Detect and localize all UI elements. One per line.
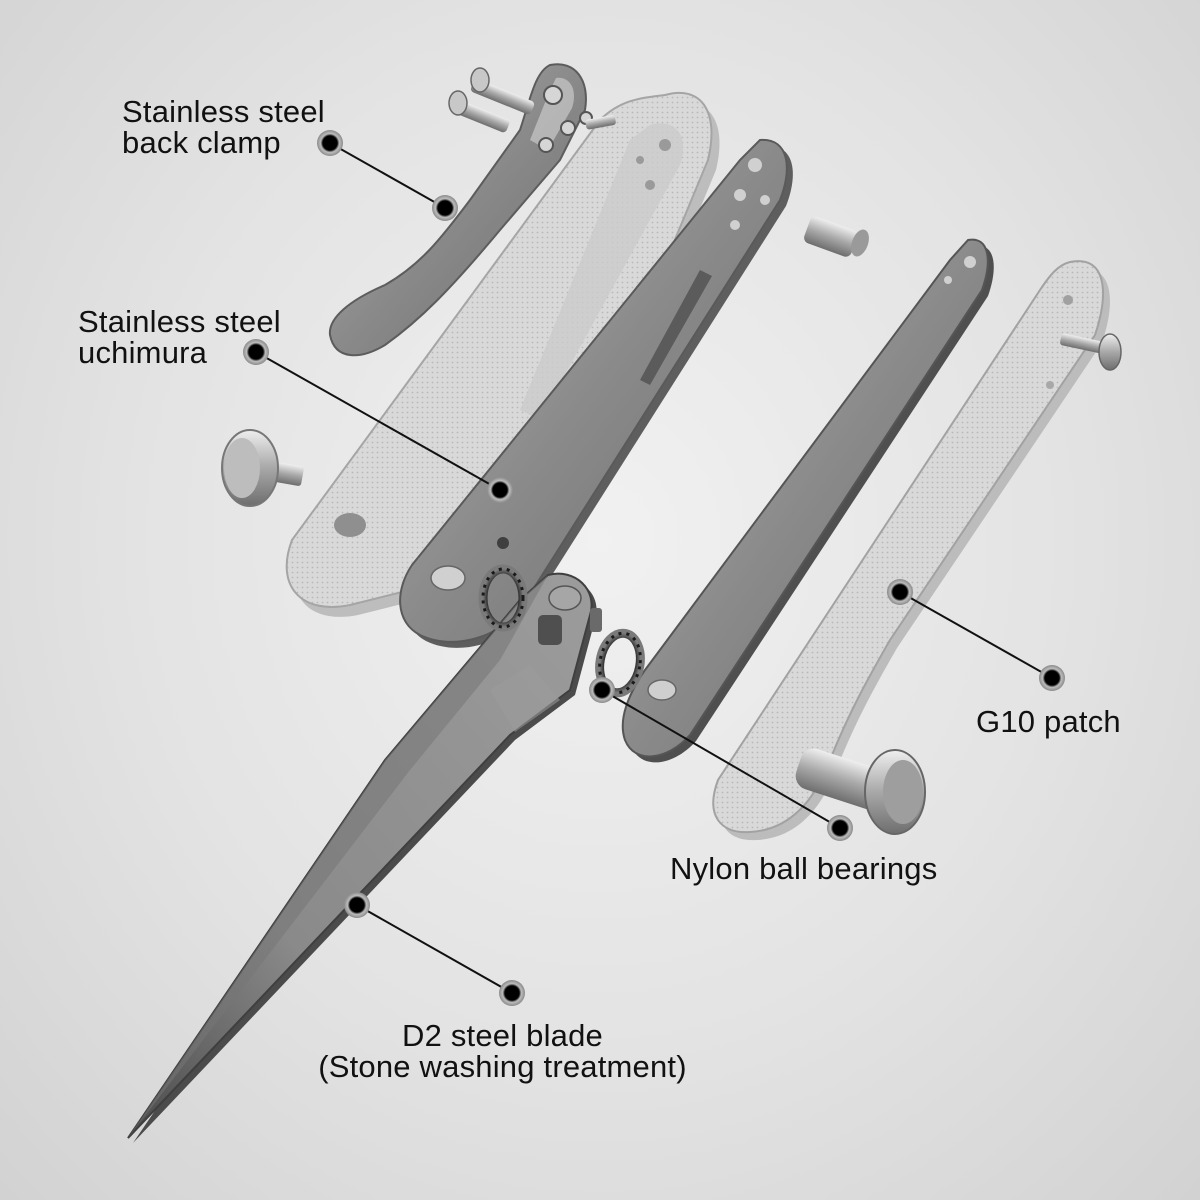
label-g10-patch: G10 patch xyxy=(976,706,1121,737)
callout-blade xyxy=(344,892,525,1006)
pivot-screw-left xyxy=(221,429,304,507)
blade xyxy=(127,572,602,1143)
label-line: Nylon ball bearings xyxy=(670,851,938,886)
callout-dot-end xyxy=(499,980,525,1006)
callout-dot-start xyxy=(243,339,269,365)
right-screw xyxy=(1060,333,1122,371)
label-blade: D2 steel blade (Stone washing treatment) xyxy=(290,1020,715,1082)
label-line: uchimura xyxy=(78,335,208,370)
pivot-pin-right xyxy=(795,748,926,835)
right-steel-liner xyxy=(621,238,994,763)
callout-dot-start xyxy=(344,892,370,918)
callout-dot-start xyxy=(589,677,615,703)
label-back-clamp: Stainless steel back clamp xyxy=(122,96,325,158)
back-clamp xyxy=(328,63,593,357)
callout-dot-end xyxy=(432,195,458,221)
left-steel-liner xyxy=(399,138,793,648)
stop-pin xyxy=(804,216,869,257)
callout-dot-end xyxy=(827,815,853,841)
label-uchimura: Stainless steel uchimura xyxy=(78,306,281,368)
callout-dot-start xyxy=(317,130,343,156)
clamp-screws xyxy=(448,67,616,133)
callout-back-clamp xyxy=(317,130,458,221)
bearing-washer-right xyxy=(595,628,645,698)
left-g10-scale xyxy=(285,91,720,617)
label-line: D2 steel blade xyxy=(402,1018,603,1053)
callout-ball-bearings xyxy=(589,677,853,841)
label-line: (Stone washing treatment) xyxy=(318,1049,687,1084)
label-line: back clamp xyxy=(122,125,281,160)
callout-uchimura xyxy=(243,339,513,503)
label-line: Stainless steel xyxy=(78,304,281,339)
right-g10-scale xyxy=(712,260,1110,841)
label-line: Stainless steel xyxy=(122,94,325,129)
callout-dot-end xyxy=(487,477,513,503)
bearing-washer-left xyxy=(478,564,528,632)
callout-g10-patch xyxy=(887,579,1065,691)
label-ball-bearings: Nylon ball bearings xyxy=(670,853,937,884)
label-line: G10 patch xyxy=(976,704,1121,739)
callout-dot-start xyxy=(887,579,913,605)
callout-dot-end xyxy=(1039,665,1065,691)
